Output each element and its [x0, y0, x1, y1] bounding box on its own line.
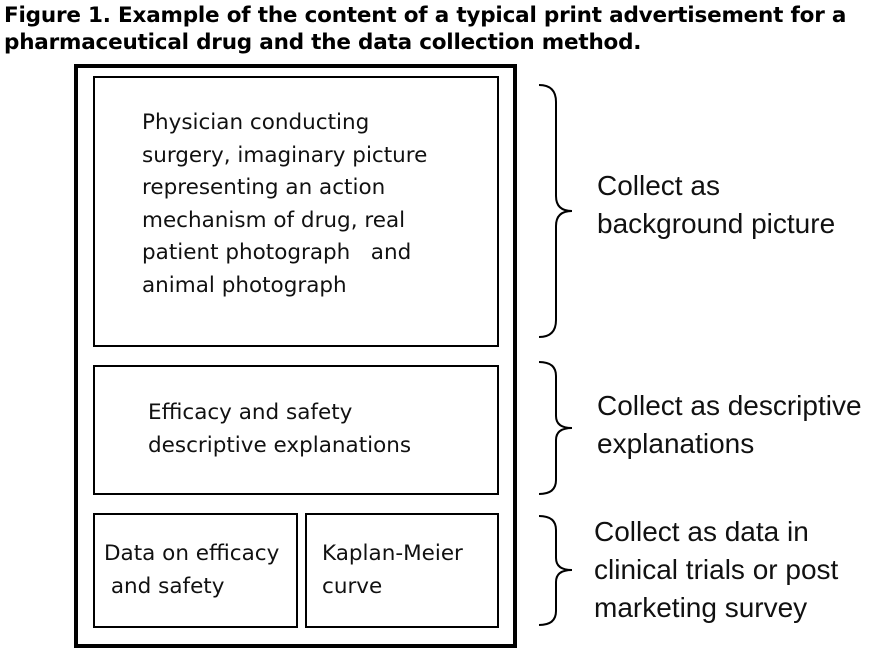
- picture-line-4: mechanism of drug, real: [142, 207, 406, 233]
- kaplan-line-2: curve: [322, 573, 383, 599]
- picture-line-3: representing an action: [142, 175, 386, 200]
- picture-line-5: patient photograph and: [142, 240, 412, 265]
- data-line-1: Data on efficacy: [104, 541, 280, 566]
- data-line-2: and safety: [104, 573, 225, 599]
- label-descriptive-line-1: Collect as descriptive: [597, 390, 862, 421]
- background-picture-text: Physician conducting surgery, imaginary …: [142, 107, 427, 302]
- figure-title-line-2: pharmaceutical drug and the data collect…: [4, 30, 642, 55]
- kaplan-meier-text: Kaplan-Meier curve: [322, 538, 463, 603]
- descriptive-explanations-text: Efficacy and safety descriptive explanat…: [148, 397, 411, 462]
- descriptive-line-2: descriptive explanations: [148, 432, 412, 458]
- brace-background-picture: [538, 84, 573, 338]
- efficacy-safety-data-box: [93, 513, 298, 628]
- label-descriptive: Collect as descriptive explanations: [597, 387, 862, 463]
- descriptive-line-1: Efficacy and safety: [148, 400, 353, 425]
- figure-title-line-1: Figure 1. Example of the content of a ty…: [4, 3, 847, 28]
- label-descriptive-line-2: explanations: [597, 428, 755, 459]
- label-background-line-2: background picture: [597, 208, 836, 239]
- brace-clinical: [538, 515, 573, 626]
- label-background-picture: Collect as background picture: [597, 167, 835, 243]
- label-clinical: Collect as data in clinical trials or po…: [594, 513, 838, 627]
- brace-descriptive: [538, 361, 573, 495]
- kaplan-meier-box: [305, 513, 499, 628]
- descriptive-explanations-box: [93, 365, 499, 495]
- label-clinical-line-1: Collect as data in: [594, 516, 809, 547]
- picture-line-6: animal photograph: [142, 272, 347, 298]
- background-picture-box: [93, 76, 499, 347]
- picture-line-1: Physician conducting: [142, 110, 370, 135]
- label-background-line-1: Collect as: [597, 170, 720, 201]
- figure-title: Figure 1. Example of the content of a ty…: [4, 2, 894, 56]
- label-clinical-line-2: clinical trials or post: [594, 554, 839, 585]
- picture-line-2: surgery, imaginary picture: [142, 142, 428, 168]
- kaplan-line-1: Kaplan-Meier: [322, 541, 463, 566]
- efficacy-safety-data-text: Data on efficacy and safety: [104, 538, 279, 603]
- label-clinical-line-3: marketing survey: [594, 592, 808, 623]
- advertisement-frame: [74, 64, 517, 648]
